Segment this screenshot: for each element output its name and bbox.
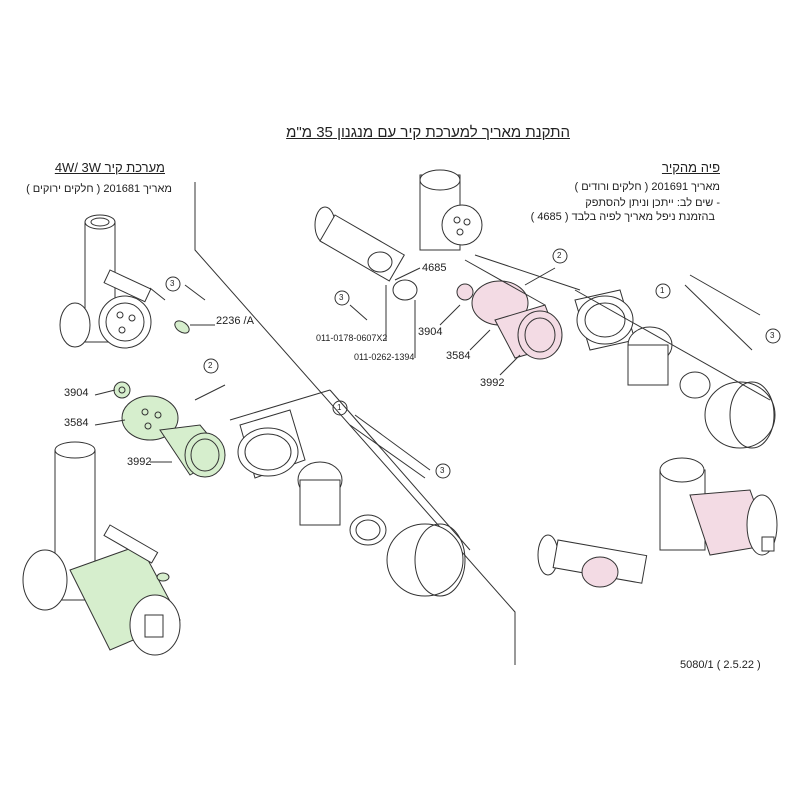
arrows [184, 267, 761, 479]
divider-line [194, 182, 516, 665]
label-3904-right: 3904 [418, 326, 443, 338]
left-trim-parts [237, 409, 466, 597]
right-note-2: בהזמנת ניפל מאריך לפיה בלבד ( 4685 ) [530, 211, 715, 223]
right-subheading: מאריך 201691 ( חלקים ורודים ) [574, 181, 720, 193]
step-label: 3 [170, 279, 175, 288]
right-note-1: - שים לב: ייתכן וניתן להסתפק [585, 197, 720, 209]
step-label: 3 [440, 466, 445, 475]
right-trim-parts [574, 289, 776, 449]
step-label: 2 [208, 361, 213, 370]
label-code-2: 011-0262-1394 [354, 352, 415, 362]
label-3904-left: 3904 [64, 387, 89, 399]
label-2236: 2236 /A [216, 315, 254, 327]
step-label: 2 [557, 251, 562, 260]
label-3584-left: 3584 [64, 417, 89, 429]
right-valve-bottom [537, 457, 778, 588]
clip-3904 [113, 381, 131, 399]
step-circles [165, 248, 781, 479]
footer-code: 5080/1 ( 2.5.22 ) [680, 659, 761, 671]
clip-3904-right [456, 283, 474, 301]
step-label: 1 [337, 403, 342, 412]
label-4685: 4685 [422, 262, 447, 274]
label-code-1: 011-0178-0607X2 [316, 333, 388, 343]
nipple-2236 [174, 320, 190, 334]
left-valve-top [59, 214, 166, 349]
left-heading: מערכת קיר 4W/ 3W [54, 160, 165, 175]
mid-valve [314, 169, 483, 282]
nipple-4685 [392, 279, 418, 301]
left-subheading: מאריך 201681 ( חלקים ירוקים ) [26, 183, 172, 195]
leader-lines [229, 254, 771, 551]
label-3584-right: 3584 [446, 350, 471, 362]
label-3992-right: 3992 [480, 377, 505, 389]
label-3992-left: 3992 [127, 456, 152, 468]
right-heading: פיה מהקיר [661, 160, 720, 175]
page-title: התקנת מאריך למערכת קיר עם מנגנון 35 מ"מ [286, 124, 570, 141]
step-label: 3 [770, 331, 775, 340]
step-label: 1 [660, 286, 665, 295]
left-valve-bottom [22, 441, 181, 656]
step-label: 3 [339, 293, 344, 302]
